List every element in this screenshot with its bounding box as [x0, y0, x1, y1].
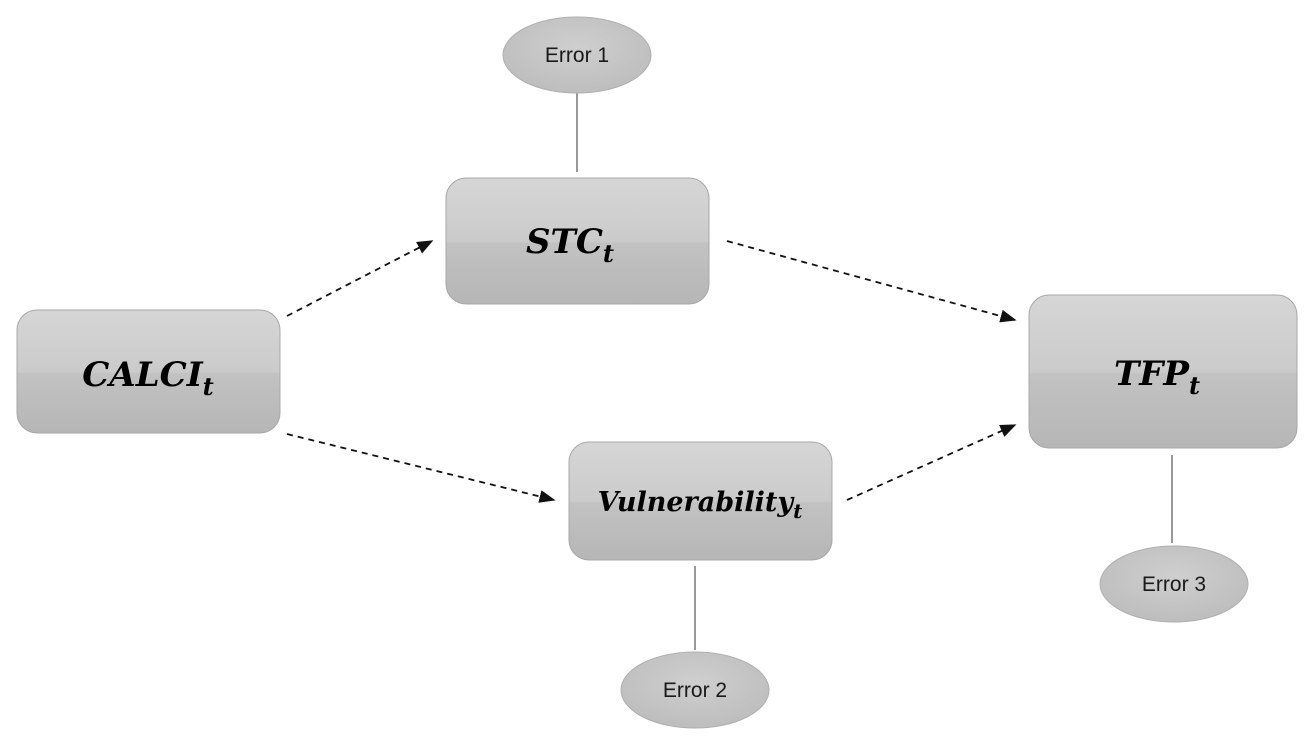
error1-node: Error 1 — [502, 16, 652, 94]
stc-subscript: t — [603, 239, 614, 268]
error1-label: Error 1 — [545, 44, 609, 67]
vulnerability-node: Vulnerabilityt — [568, 441, 833, 561]
arrow-stc-to-tfp — [726, 240, 1017, 323]
tfp-label: TFP — [1114, 354, 1190, 394]
stc-node: STCt — [445, 177, 710, 305]
vulnerability-subscript: t — [793, 499, 803, 523]
svg-text:CALCIt: CALCIt — [82, 355, 213, 401]
error2-label: Error 2 — [663, 679, 727, 702]
calci-label: CALCI — [82, 355, 203, 395]
error3-node: Error 3 — [1099, 545, 1249, 623]
svg-text:TFPt: TFPt — [1114, 354, 1200, 400]
calci-node: CALCIt — [16, 309, 281, 434]
tfp-node: TFPt — [1028, 294, 1298, 449]
svg-text:STCt: STCt — [526, 222, 614, 268]
error3-label: Error 3 — [1142, 573, 1206, 596]
calci-subscript: t — [203, 372, 214, 401]
arrow-vulnerability-to-tfp — [846, 424, 1017, 501]
arrow-calci-to-stc — [286, 240, 434, 317]
svg-text:Vulnerabilityt: Vulnerabilityt — [598, 487, 803, 523]
stc-label: STC — [526, 222, 603, 262]
arrow-calci-to-vulnerability — [286, 433, 556, 503]
tfp-subscript: t — [1189, 371, 1200, 400]
error2-node: Error 2 — [620, 651, 770, 729]
vulnerability-label: Vulnerability — [598, 487, 796, 518]
